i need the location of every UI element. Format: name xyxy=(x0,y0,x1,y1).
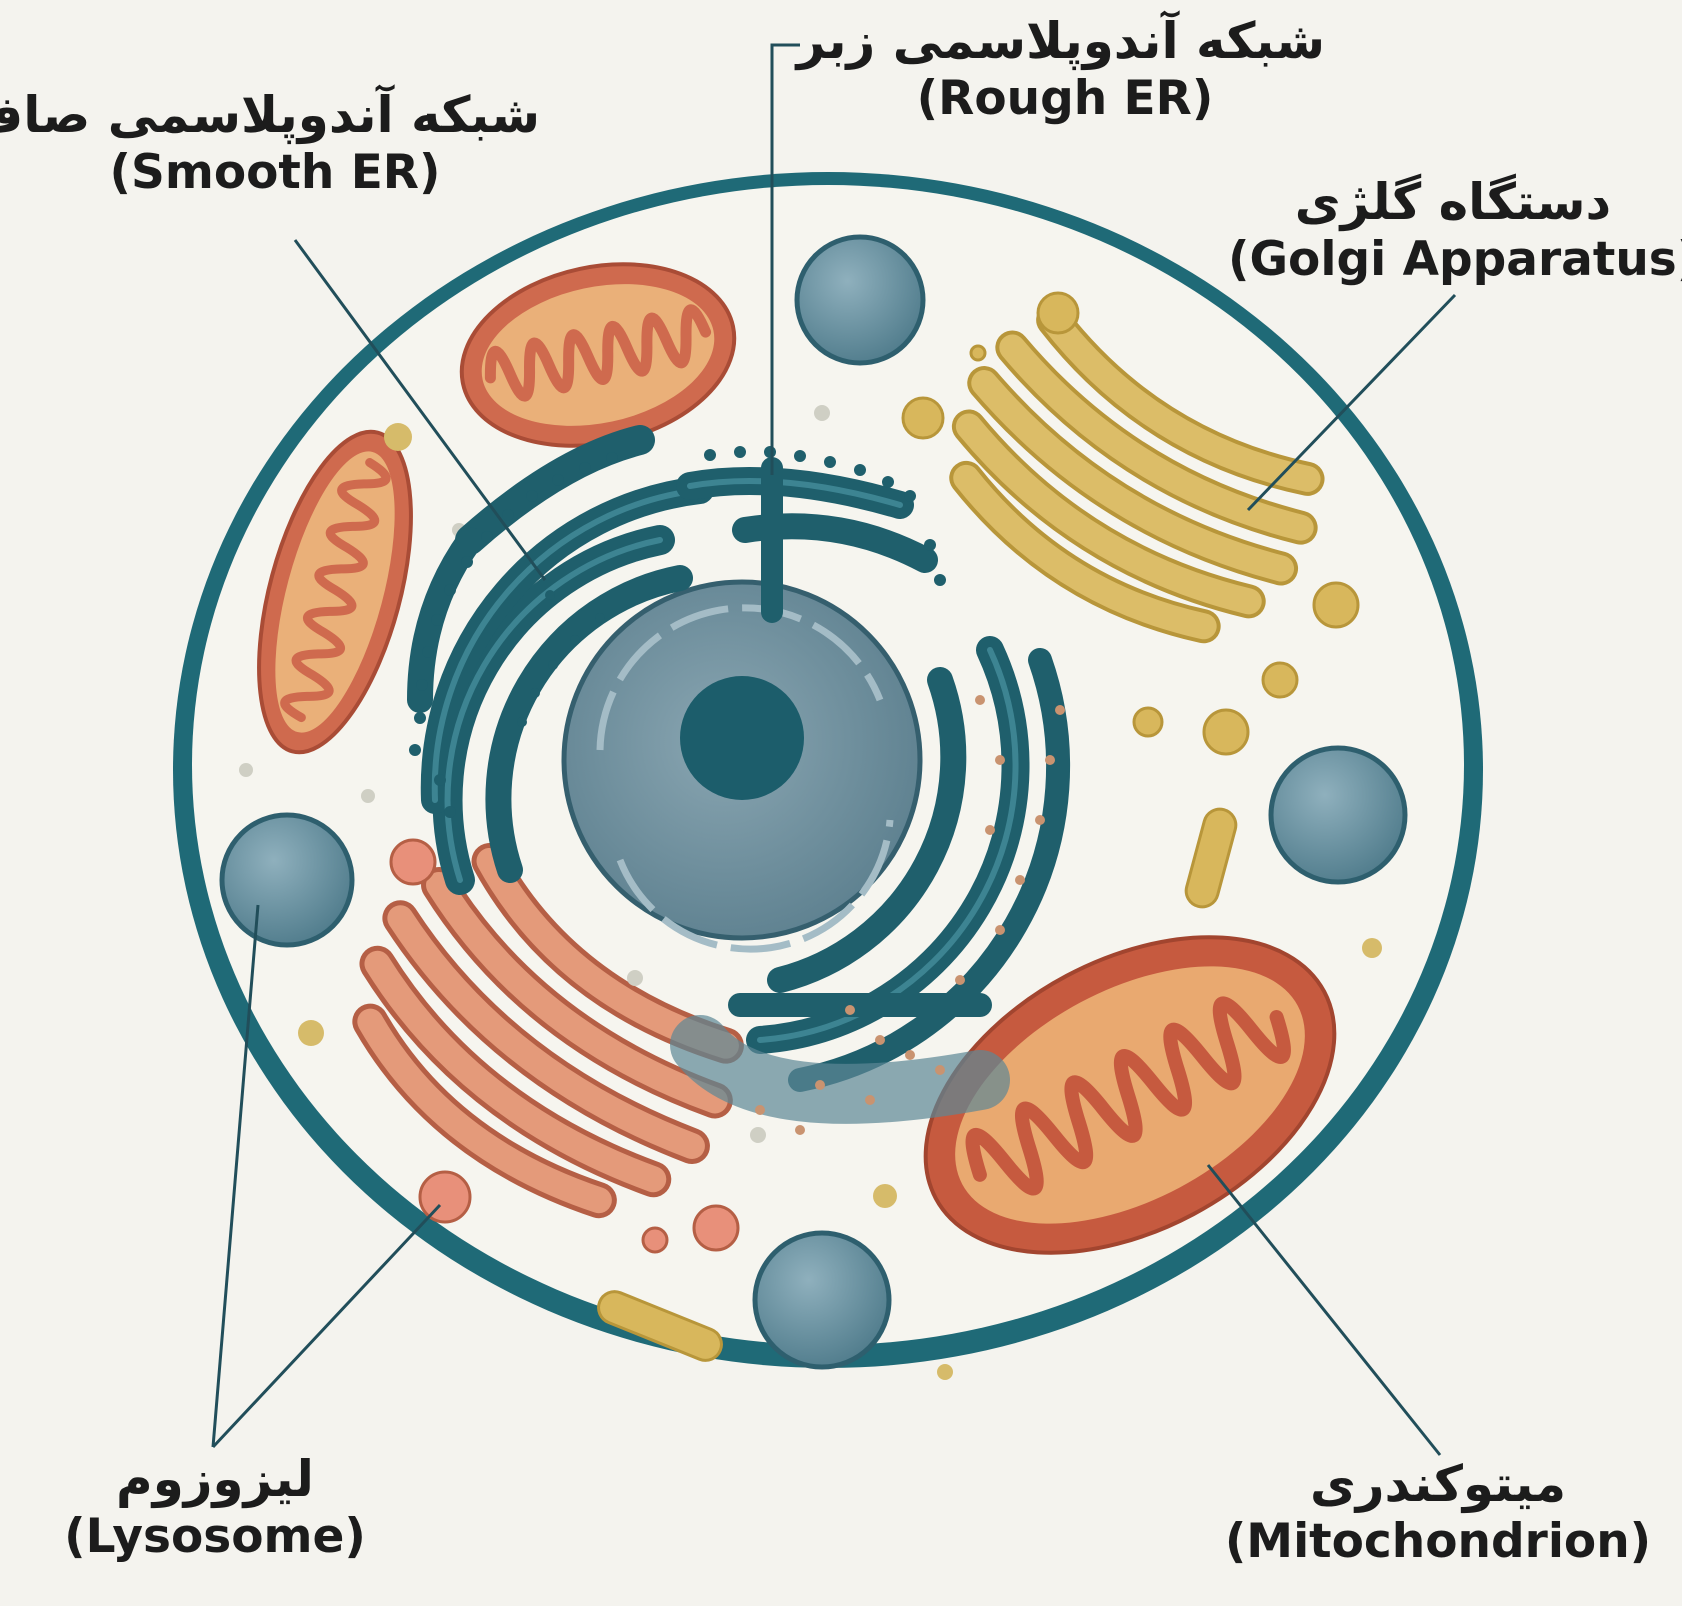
label-smooth-er-fa: شبکه آندوپلاسمی صاف xyxy=(10,86,540,145)
label-lysosome-fa: لیزوزوم xyxy=(45,1450,385,1509)
label-lysosome: لیزوزوم (Lysosome) xyxy=(45,1450,385,1564)
label-rough-er-fa: شبکه آندوپلاسمی زبر xyxy=(805,12,1325,71)
label-rough-er-en: (Rough ER) xyxy=(805,71,1325,126)
leader-line-lysosome-b xyxy=(213,1205,440,1447)
label-lysosome-en: (Lysosome) xyxy=(45,1509,385,1564)
label-rough-er: شبکه آندوپلاسمی زبر (Rough ER) xyxy=(805,12,1325,126)
label-mitochondrion-fa: میتوکندری xyxy=(1218,1455,1658,1514)
nucleolus xyxy=(680,676,804,800)
label-mitochondrion: میتوکندری (Mitochondrion) xyxy=(1218,1455,1658,1569)
label-smooth-er: شبکه آندوپلاسمی صاف (Smooth ER) xyxy=(10,86,540,200)
label-golgi-en: (Golgi Apparatus) xyxy=(1228,232,1678,287)
label-smooth-er-en: (Smooth ER) xyxy=(10,145,540,200)
leader-line-mitochondrion xyxy=(1208,1165,1440,1455)
label-golgi: دستگاه گلژی (Golgi Apparatus) xyxy=(1228,173,1678,287)
label-mitochondrion-en: (Mitochondrion) xyxy=(1218,1514,1658,1569)
label-golgi-fa: دستگاه گلژی xyxy=(1228,173,1678,232)
